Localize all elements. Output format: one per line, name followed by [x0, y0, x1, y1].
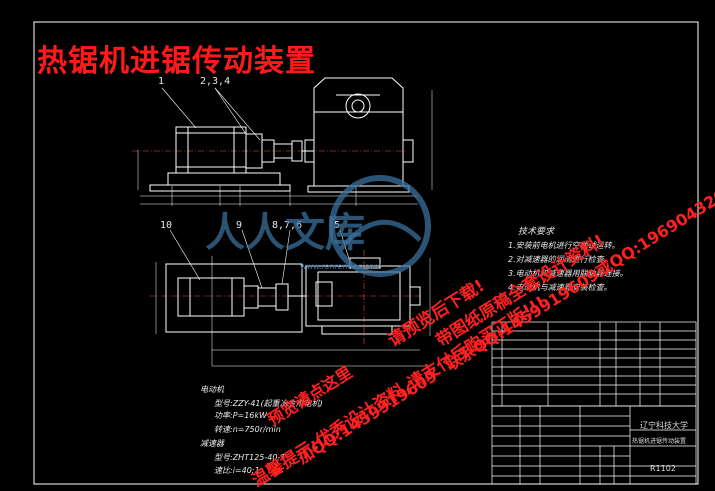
reducer-spec-ratio: 速比:i=40:1	[214, 466, 260, 475]
title-block	[491, 405, 697, 485]
school-name: 辽宁科技大学	[640, 421, 688, 430]
tech-req-heading: 技术要求	[518, 227, 555, 237]
drawing-name: 热锯机进锯传动装置	[632, 438, 687, 445]
drawing-border	[33, 21, 699, 485]
tech-req-item: 3.电动机和减速器用联轴器连接。	[508, 269, 628, 278]
tech-req-item: 2.对减速器的润滑进行检查。	[508, 255, 612, 264]
drawing-number: R1102	[650, 464, 676, 473]
logo-text: 人人文库	[205, 210, 365, 256]
part-label-1: 1	[158, 76, 165, 87]
part-label-234: 2,3,4	[200, 76, 231, 87]
tech-req-item: 4.电动机与减速器安装检查。	[508, 283, 612, 292]
parts-list-table	[491, 321, 697, 407]
bottom-view	[150, 229, 431, 367]
part-label-9: 9	[236, 220, 243, 231]
renrendoc-logo	[329, 175, 431, 277]
motor-spec-speed: 转速:n=750r/min	[214, 425, 281, 434]
part-label-5: 5	[334, 220, 341, 231]
motor-spec-power: 功率:P=16kW	[214, 411, 267, 420]
motor-spec-model: 型号:ZZY-41(起重冶金用电机)	[214, 399, 323, 408]
motor-spec-heading: 电动机	[200, 385, 224, 394]
part-label-10: 10	[160, 220, 173, 231]
tech-req-item: 1.安装前电机进行空载试运转。	[508, 241, 620, 250]
reducer-spec-model: 型号:ZHT125-40-1	[214, 453, 286, 462]
logo-url: www.renrendoc.com	[300, 262, 382, 271]
drawing-title: 热锯机进锯传动装置	[37, 44, 316, 79]
top-view	[132, 77, 433, 206]
part-label-876: 8,7,6	[272, 220, 303, 231]
reducer-spec-heading: 减速器	[200, 439, 224, 448]
